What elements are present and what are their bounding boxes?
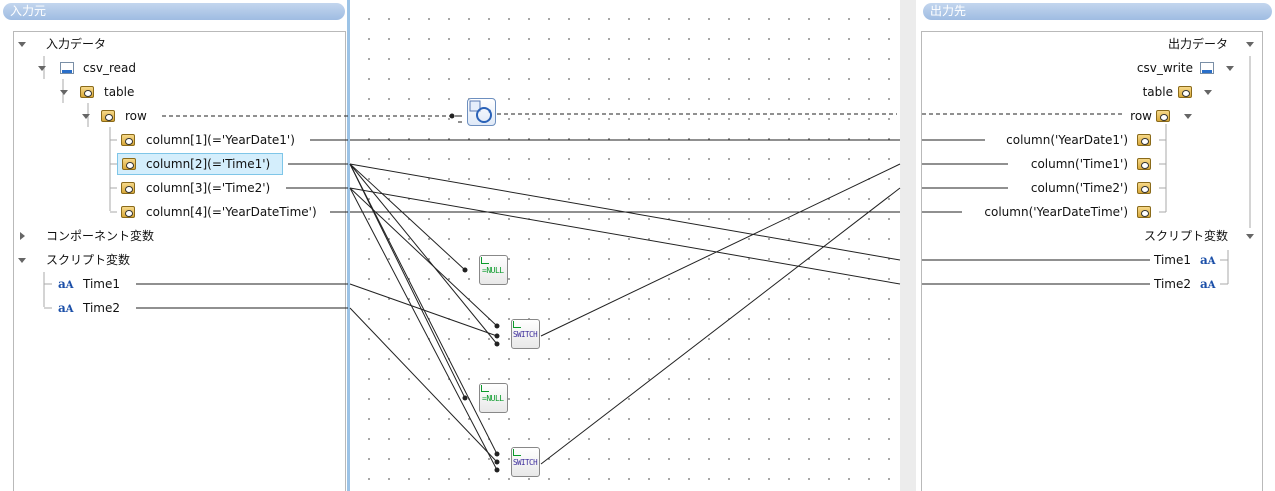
tree-item-column-4[interactable]: column[4](='YearDateTime') bbox=[121, 203, 331, 221]
tree-item-out-var-time2[interactable]: Time2 aA bbox=[1120, 275, 1216, 293]
tree-item-out-column-1[interactable]: column('YearDate1') bbox=[960, 131, 1155, 149]
tree-item-column-1[interactable]: column[1](='YearDate1') bbox=[121, 131, 311, 149]
node-label: =NULL bbox=[482, 394, 504, 403]
tree-label: table bbox=[104, 85, 135, 99]
collapse-arrow-icon[interactable] bbox=[60, 90, 68, 95]
tree-label: table bbox=[1142, 85, 1173, 99]
tree-item-out-column-2[interactable]: column('Time1') bbox=[960, 155, 1155, 173]
collapse-arrow-icon[interactable] bbox=[38, 66, 46, 71]
input-pane bbox=[13, 31, 346, 491]
tree-item-output-data[interactable]: 出力データ bbox=[1120, 35, 1260, 53]
column-icon bbox=[1137, 206, 1151, 218]
tree-label: スクリプト変数 bbox=[46, 253, 131, 267]
tree-label: コンポーネント変数 bbox=[46, 229, 155, 243]
tree-label: Time2 bbox=[1153, 277, 1191, 291]
tree-item-input-data[interactable]: 入力データ bbox=[18, 35, 338, 53]
tree-label: スクリプト変数 bbox=[1143, 229, 1228, 243]
tree-item-out-column-3[interactable]: column('Time2') bbox=[960, 179, 1155, 197]
variable-icon: aA bbox=[58, 301, 74, 315]
csv-file-icon bbox=[60, 62, 74, 74]
refresh-icon bbox=[469, 100, 492, 123]
column-icon bbox=[1137, 158, 1151, 170]
tree-label: column[1](='YearDate1') bbox=[146, 133, 295, 147]
connector-icon bbox=[513, 449, 521, 456]
canvas-left-divider[interactable] bbox=[347, 0, 350, 491]
tree-item-csv-write[interactable]: csv_write bbox=[1100, 59, 1240, 77]
tree-label: column[2](='Time1') bbox=[146, 157, 271, 171]
tree-label: row bbox=[125, 109, 147, 123]
column-icon bbox=[121, 134, 135, 146]
column-icon bbox=[1137, 182, 1151, 194]
tree-label: column('Time2') bbox=[1030, 181, 1128, 195]
output-pane-header: 出力先 bbox=[923, 3, 1272, 20]
tree-label: csv_write bbox=[1136, 61, 1193, 75]
csv-file-icon bbox=[1200, 62, 1214, 74]
tree-item-script-vars[interactable]: スクリプト変数 bbox=[18, 251, 318, 269]
tree-label: Time1 bbox=[83, 277, 121, 291]
canvas-right-divider[interactable] bbox=[900, 0, 916, 491]
table-icon bbox=[80, 86, 94, 98]
row-icon bbox=[1156, 110, 1170, 122]
tree-item-var-time1[interactable]: aA Time1 bbox=[58, 275, 178, 293]
node-label: =NULL bbox=[482, 266, 504, 275]
expand-arrow-icon[interactable] bbox=[20, 232, 25, 240]
tree-label: column('YearDate1') bbox=[1006, 133, 1128, 147]
collapse-arrow-icon[interactable] bbox=[1226, 66, 1234, 71]
null-check-node-2[interactable]: =NULL bbox=[479, 383, 508, 413]
tree-item-out-column-4[interactable]: column('YearDateTime') bbox=[960, 203, 1155, 221]
tree-item-column-2[interactable]: column[2](='Time1') bbox=[117, 153, 283, 175]
variable-icon: aA bbox=[58, 277, 74, 291]
tree-item-out-var-time1[interactable]: Time1 aA bbox=[1120, 251, 1216, 269]
tree-label: column('YearDateTime') bbox=[984, 205, 1128, 219]
input-pane-header: 入力元 bbox=[3, 3, 345, 20]
column-icon bbox=[121, 206, 135, 218]
tree-label: column('Time1') bbox=[1030, 157, 1128, 171]
null-check-node-1[interactable]: =NULL bbox=[479, 255, 508, 285]
node-label: SWITCH bbox=[513, 458, 538, 467]
tree-item-out-script-vars[interactable]: スクリプト変数 bbox=[1100, 227, 1260, 245]
tree-label: csv_read bbox=[83, 61, 136, 75]
tree-item-out-row[interactable]: row bbox=[1060, 107, 1200, 125]
tree-item-csv-read[interactable]: csv_read bbox=[38, 59, 338, 77]
tree-label: 出力データ bbox=[1167, 37, 1228, 51]
tree-item-var-time2[interactable]: aA Time2 bbox=[58, 299, 178, 317]
tree-item-out-table[interactable]: table bbox=[1080, 83, 1220, 101]
tree-label: Time1 bbox=[1153, 253, 1191, 267]
collapse-arrow-icon[interactable] bbox=[18, 42, 26, 47]
collapse-arrow-icon[interactable] bbox=[1184, 114, 1192, 119]
variable-icon: aA bbox=[1200, 277, 1216, 291]
tree-label: 入力データ bbox=[46, 37, 107, 51]
column-icon bbox=[121, 182, 135, 194]
column-icon bbox=[1137, 134, 1151, 146]
connector-icon bbox=[481, 385, 489, 392]
connector-icon bbox=[513, 321, 521, 328]
mapping-canvas[interactable] bbox=[350, 0, 900, 491]
tree-item-component-vars[interactable]: コンポーネント変数 bbox=[18, 227, 318, 245]
collapse-arrow-icon[interactable] bbox=[1204, 90, 1212, 95]
tree-label: column[4](='YearDateTime') bbox=[146, 205, 317, 219]
collapse-arrow-icon[interactable] bbox=[18, 258, 26, 263]
switch-node-1[interactable]: SWITCH bbox=[511, 319, 540, 349]
tree-label: column[3](='Time2') bbox=[146, 181, 271, 195]
output-pane bbox=[921, 31, 1263, 491]
node-label: SWITCH bbox=[513, 330, 538, 339]
tree-label: row bbox=[1130, 109, 1152, 123]
collapse-arrow-icon[interactable] bbox=[82, 114, 90, 119]
tree-item-table[interactable]: table bbox=[60, 83, 340, 101]
collapse-arrow-icon[interactable] bbox=[1246, 234, 1254, 239]
tree-item-column-3[interactable]: column[3](='Time2') bbox=[121, 179, 291, 197]
table-icon bbox=[1178, 86, 1192, 98]
column-icon bbox=[122, 158, 136, 170]
collapse-arrow-icon[interactable] bbox=[1246, 42, 1254, 47]
row-mapping-node[interactable] bbox=[467, 98, 496, 126]
connector-icon bbox=[481, 257, 489, 264]
tree-item-row[interactable]: row bbox=[82, 107, 182, 125]
tree-label: Time2 bbox=[83, 301, 121, 315]
switch-node-2[interactable]: SWITCH bbox=[511, 447, 540, 477]
variable-icon: aA bbox=[1200, 253, 1216, 267]
row-icon bbox=[101, 110, 115, 122]
